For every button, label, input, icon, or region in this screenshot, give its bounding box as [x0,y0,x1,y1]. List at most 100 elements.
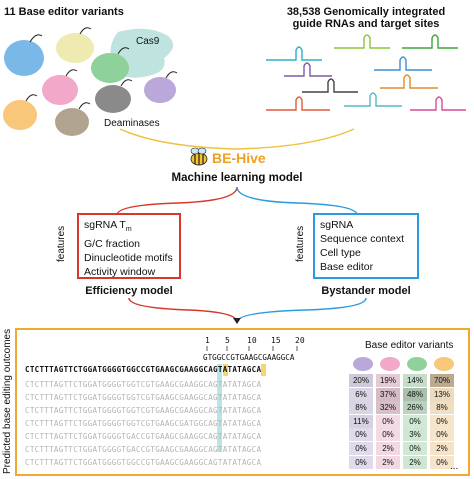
guide-rna-title-line2: guide RNAs and target sites [292,18,440,30]
base-editor-blobs [3,27,178,136]
guide-rna-hairpins [266,34,466,111]
blob-blue [4,40,44,76]
bystander-model-caption: Bystander model [321,285,411,297]
table-cell: 11% [349,414,373,428]
table-cell: 0% [376,414,400,428]
table-cell: 48% [403,387,427,401]
bee-icon [190,147,208,166]
base-editor-variants-title: 11 Base editor variants [4,6,124,18]
efficiency-feature-window: Activity window [84,266,156,279]
position-ruler: 1 5 10 15 20 [205,336,325,346]
table-cell: 26% [403,401,427,415]
hairpin-blue [374,56,432,71]
ruler-ticks [206,346,298,351]
table-cell: 0% [349,442,373,455]
efficiency-feature-dinuc: Dinucleotide motifs [84,252,173,265]
pos-5: 5 [225,336,230,345]
machine-learning-model-label: Machine learning model [171,172,303,184]
variants-title: Base editor variants [365,340,454,351]
table-cell: 0% [403,442,427,455]
edit-c2-highlight [261,364,266,376]
table-cell: 13% [430,387,454,401]
table-cell: 0% [430,414,454,428]
pos-20: 20 [295,336,305,345]
table-cell: 14% [403,374,427,387]
table-cell: 2% [376,442,400,455]
hairpin-cyan [344,92,402,107]
table-cell: 2% [403,455,427,469]
blob-purple [144,77,176,103]
guide-rna-title: 38,538 Genomically integrated guide RNAs… [262,6,470,30]
variant-blob-icons [353,357,454,371]
blob-yellow [56,33,94,63]
hairpin-orange [380,74,438,89]
top-connector [119,128,355,150]
efficiency-feature-tm: sgRNA Tm [84,219,132,234]
efficiency-model-caption: Efficiency model [85,285,173,297]
table-cell: 8% [349,401,373,415]
table-cell: 0% [403,414,427,428]
table-cell: 0% [430,428,454,442]
hairpin-black [302,78,358,93]
hairpin-red [266,96,330,111]
bystander-feature-cell: Cell type [320,247,361,259]
variant-pink-icon [380,357,400,371]
pos-1: 1 [205,336,210,345]
table-cell: 6% [349,387,373,401]
hairpin-teal [266,46,322,61]
efficiency-feature-gc: G/C fraction [84,238,141,251]
table-cell: 20% [349,374,373,387]
table-cell: 2% [430,442,454,455]
efficiency-features-label: features [56,225,67,262]
table-cell: 32% [376,401,400,415]
table-cell: 0% [349,455,373,469]
blob-grey [95,85,131,113]
protospacer-sequence: GTGGCCGTGAAGCGAAGGCA [203,353,295,362]
variant-green-icon [407,357,427,371]
ellipsis: ... [450,461,459,472]
efficiency-features-box: sgRNA Tm G/C fraction Dinucleotide motif… [77,213,181,279]
blob-green [91,53,129,83]
table-cell: 19% [376,374,400,387]
outcome-row-6: CTCTTTAGTTCTGGATGGGGTGACCGTGAAGCGAAGGCAG… [25,445,262,454]
table-cell: 8% [430,401,454,415]
outcome-row-1: CTCTTTAGTTCTGGATGGGGTGGTCGTGAAGCGAAGGCAG… [25,380,262,389]
outcome-row-4: CTCTTTAGTTCTGGATGGGGTGGTCGTGAAGCGATGGCAG… [25,419,262,428]
table-cell: 2% [376,455,400,469]
hairpin-magenta [410,96,466,111]
outcome-row-2: CTCTTTAGTTCTGGATGGGGTGGTCGTGAAGCGAAGGCAG… [25,393,262,402]
pos-15: 15 [271,336,281,345]
hairpin-purple [284,62,332,77]
reference-sequence: CTCTTTAGTTCTGGATGGGGTGGCCGTGAAGCGAAGGCAG… [25,365,262,374]
hairpin-green [402,34,458,49]
table-cell: 3% [403,428,427,442]
guide-rna-title-line1: 38,538 Genomically integrated [286,6,446,18]
table-cell: 0% [430,455,454,469]
edit-c-highlight [223,364,228,376]
table-cell: 37% [376,387,400,401]
table-cell: 0% [349,428,373,442]
pos-10: 10 [247,336,257,345]
table-cell: 0% [376,428,400,442]
outcomes-panel: 1 5 10 15 20 GTGGCCGTGAAGCGAAGGCA CTCTTT… [15,328,470,476]
model-branch-lines [116,186,358,215]
bystander-feature-sgrna: sgRNA [320,219,354,231]
blob-orange [3,100,37,130]
bystander-features-label: features [295,225,306,262]
outcome-row-7: CTCTTTAGTTCTGGATGGGGTGGCCGTGAAGCGAAGGCAG… [25,458,262,467]
bystander-features-box: sgRNA Sequence context Cell type Base ed… [313,213,419,279]
deaminases-label: Deaminases [104,118,160,129]
be-hive-logo-text: BE-Hive [212,150,266,166]
outcome-row-3: CTCTTTAGTTCTGGATGGGGTGGTCGTGAAGCGAAGGCAG… [25,406,262,415]
outcome-frequency-table: 20%19%14%70%6%37%48%13%8%32%26%8%11%0%0%… [349,374,461,470]
bystander-feature-context: Sequence context [320,233,405,245]
blob-taupe [55,108,89,136]
blob-pink [42,75,78,105]
variant-purple-icon [353,357,373,371]
table-cell: 70% [430,374,454,387]
edit-column-highlight [217,364,222,452]
variant-orange-icon [434,357,454,371]
predicted-outcomes-label: Predicted base editing outcomes [2,328,13,474]
merge-lines [128,297,367,324]
